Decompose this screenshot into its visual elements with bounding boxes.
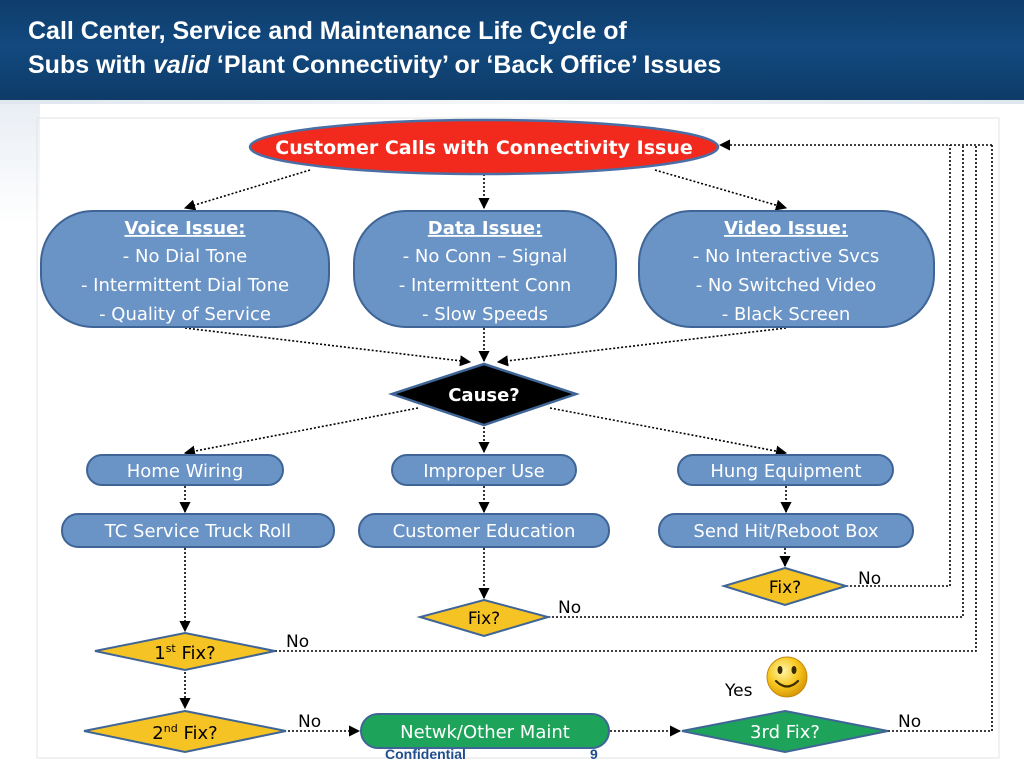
no-label-second-fix: No: [298, 712, 321, 732]
voice-issue-item-1: - No Dial Tone: [123, 246, 247, 267]
title-line-2-suffix: ‘Plant Connectivity’ or ‘Back Office’ Is…: [209, 51, 722, 79]
voice-issue-shape: [40, 210, 330, 328]
improper-use-shape: [391, 454, 577, 486]
voice-issue-box: Voice Issue: - No Dial Tone - Intermitte…: [40, 210, 330, 328]
home-wiring-label: Home Wiring: [127, 461, 244, 482]
connector-voice-cause: [184, 327, 472, 367]
third-fix-decision: 3rd Fix?: [681, 709, 889, 754]
connector-start-voice: [183, 169, 311, 211]
action-reboot-box: Send Hit/Reboot Box: [658, 513, 914, 548]
connector-start-video: [654, 169, 788, 211]
education-fix-decision: Fix?: [416, 598, 552, 638]
first-fix-decision: 1st Fix?: [94, 631, 276, 672]
no-label-reboot: No: [858, 569, 881, 589]
reboot-fix-diamond: [720, 566, 850, 607]
voice-issue-item-3: - Quality of Service: [99, 304, 271, 325]
start-label: Customer Calls with Connectivity Issue: [275, 137, 692, 159]
slide-header: Call Center, Service and Maintenance Lif…: [0, 0, 1024, 104]
first-fix-text: Fix?: [176, 643, 216, 664]
data-issue-item-3: - Slow Speeds: [422, 304, 548, 325]
data-issue-shape: [353, 210, 617, 328]
first-fix-number: 1: [154, 643, 165, 664]
no-label-third-fix: No: [898, 712, 921, 732]
truck-roll-shape: [61, 513, 335, 548]
video-issue-box: Video Issue: - No Interactive Svcs - No …: [638, 210, 935, 328]
title-line-2-emphasis: valid: [153, 51, 210, 79]
video-issue-item-1: - No Interactive Svcs: [693, 246, 879, 267]
video-issue-heading: Video Issue:: [724, 218, 848, 239]
third-fix-label: 3rd Fix?: [750, 722, 820, 743]
hung-equipment-label: Hung Equipment: [710, 461, 861, 482]
diagram-frame: [36, 117, 1000, 759]
home-wiring-shape: [86, 454, 284, 486]
first-fix-label: 1st Fix?: [154, 642, 215, 664]
education-fix-diamond: [416, 598, 552, 638]
action-customer-education: Customer Education: [358, 513, 610, 548]
connector-cause-wiring: [183, 407, 419, 457]
second-fix-suffix: nd: [164, 722, 178, 735]
cause-home-wiring: Home Wiring: [86, 454, 284, 486]
network-maint-label: Netwk/Other Maint: [400, 722, 570, 743]
voice-issue-heading: Voice Issue:: [125, 218, 246, 239]
second-fix-number: 2: [152, 723, 163, 744]
reboot-fix-decision: Fix?: [720, 566, 850, 607]
second-fix-decision: 2nd Fix?: [83, 709, 287, 754]
slide-title: Call Center, Service and Maintenance Lif…: [28, 14, 721, 82]
smiley-face-icon: [766, 656, 808, 698]
reboot-box-label: Send Hit/Reboot Box: [693, 521, 879, 542]
no-label-education: No: [558, 598, 581, 618]
connectors: [179, 139, 993, 737]
hung-equipment-shape: [677, 454, 894, 486]
video-issue-item-2: - No Switched Video: [696, 275, 877, 296]
background-shade: [0, 104, 40, 224]
title-line-1: Call Center, Service and Maintenance Lif…: [28, 17, 627, 45]
loop-education-no: [548, 145, 964, 618]
improper-use-label: Improper Use: [423, 461, 545, 482]
network-maint-shape: [360, 713, 610, 749]
first-fix-diamond: [94, 631, 276, 672]
video-issue-shape: [638, 210, 935, 328]
customer-education-shape: [358, 513, 610, 548]
video-issue-item-3: - Black Screen: [722, 304, 851, 325]
cause-label: Cause?: [448, 385, 520, 406]
cause-hung-equipment: Hung Equipment: [677, 454, 894, 486]
truck-roll-label: TC Service Truck Roll: [104, 521, 291, 542]
second-fix-label: 2nd Fix?: [152, 722, 217, 744]
loop-reboot-no: [846, 145, 951, 587]
cause-improper-use: Improper Use: [391, 454, 577, 486]
network-maint-node: Netwk/Other Maint: [360, 713, 610, 749]
start-node: Customer Calls with Connectivity Issue: [248, 118, 720, 176]
second-fix-diamond: [83, 709, 287, 754]
no-label-first-fix: No: [286, 632, 309, 652]
yes-label: Yes: [724, 681, 753, 701]
data-issue-item-2: - Intermittent Conn: [399, 275, 571, 296]
loop-first-fix-no: [275, 145, 977, 652]
cause-diamond: [388, 362, 580, 427]
loop-third-fix-no: [888, 145, 993, 732]
footer-confidential: Confidential: [385, 746, 466, 762]
connector-video-cause: [496, 327, 787, 367]
connector-cause-hung: [549, 407, 788, 457]
title-line-2: Subs with valid ‘Plant Connectivity’ or …: [28, 48, 721, 82]
reboot-box-shape: [658, 513, 914, 548]
education-fix-label: Fix?: [468, 609, 500, 629]
footer-page-number: 9: [590, 746, 598, 762]
voice-issue-item-2: - Intermittent Dial Tone: [81, 275, 289, 296]
title-line-2-prefix: Subs with: [28, 51, 153, 79]
data-issue-box: Data Issue: - No Conn – Signal - Intermi…: [353, 210, 617, 328]
start-ellipse: [248, 118, 720, 176]
cause-decision: Cause?: [388, 362, 580, 427]
reboot-fix-label: Fix?: [769, 578, 801, 598]
first-fix-suffix: st: [166, 642, 177, 655]
data-issue-item-1: - No Conn – Signal: [403, 246, 568, 267]
action-truck-roll: TC Service Truck Roll: [61, 513, 335, 548]
data-issue-heading: Data Issue:: [428, 218, 542, 239]
third-fix-diamond: [681, 709, 889, 754]
customer-education-label: Customer Education: [393, 521, 576, 542]
second-fix-text: Fix?: [178, 723, 218, 744]
